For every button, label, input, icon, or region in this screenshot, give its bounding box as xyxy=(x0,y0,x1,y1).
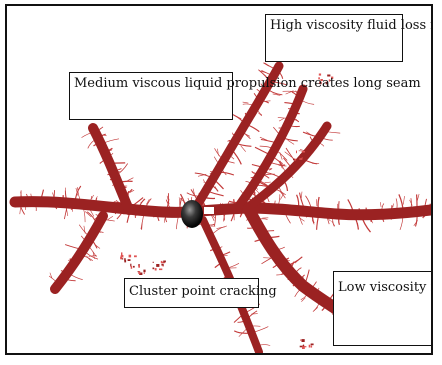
fluid-speck xyxy=(133,266,135,268)
fluid-speck xyxy=(296,151,297,154)
fluid-speck xyxy=(131,266,133,269)
fluid-speck xyxy=(309,345,311,348)
branchlet-twig xyxy=(92,195,94,199)
fluid-speck xyxy=(163,261,166,263)
branchlet-twig xyxy=(87,256,91,261)
branchlet-twig xyxy=(332,221,335,226)
branchlet-twig xyxy=(279,118,284,121)
branchlet-twig xyxy=(265,182,271,183)
fluid-speck xyxy=(156,264,159,267)
fluid-speck xyxy=(143,270,145,273)
fluid-speck xyxy=(155,268,157,270)
fluid-speck xyxy=(121,252,122,255)
branchlet-twig xyxy=(280,152,282,159)
perforation-gap xyxy=(204,207,214,214)
fluid-speck xyxy=(161,261,163,263)
branchlet-twig xyxy=(235,116,241,119)
branchlet-twig xyxy=(393,204,394,208)
branchlet-twig xyxy=(241,146,246,152)
fluid-speck xyxy=(299,157,302,159)
fracture-left-lower xyxy=(55,216,103,289)
branchlet-twig xyxy=(108,216,113,219)
fluid-speck xyxy=(311,346,313,348)
branchlet-twig xyxy=(417,194,419,201)
fluid-speck xyxy=(153,262,154,263)
label-cluster-point: Cluster point cracking xyxy=(124,278,259,308)
fluid-speck xyxy=(122,258,123,259)
branchlet-twig xyxy=(232,133,233,135)
diagram-frame: High viscosity fluid loss reduction Medi… xyxy=(5,4,433,355)
fluid-speck xyxy=(300,346,303,348)
fluid-speck xyxy=(302,151,305,152)
fluid-speck xyxy=(124,258,126,261)
fluid-speck xyxy=(302,346,305,349)
fluid-speck xyxy=(311,344,314,346)
fracture-upper-right-3 xyxy=(247,126,327,208)
branchlet-twig xyxy=(299,218,304,222)
fluid-speck xyxy=(306,154,308,155)
fluid-speck xyxy=(144,273,145,274)
branchlet-twig xyxy=(313,307,318,311)
fluid-speck xyxy=(300,340,301,341)
fluid-speck xyxy=(159,269,162,271)
fluid-speck xyxy=(134,255,137,257)
label-low-viscosity: Low viscosity fluid expands secondary fr… xyxy=(333,271,433,346)
branchlet-twig xyxy=(203,179,204,182)
branchlet-twig xyxy=(100,127,103,130)
main-fracture-horizontal xyxy=(15,202,431,215)
fluid-speck xyxy=(138,271,140,274)
branchlet-twig xyxy=(263,63,269,66)
fluid-speck xyxy=(129,255,132,258)
fluid-speck xyxy=(153,268,155,270)
branchlet-twig xyxy=(218,149,219,156)
branchlet-twig xyxy=(84,226,85,234)
fluid-speck xyxy=(128,259,131,261)
branchlet-twig xyxy=(403,196,404,204)
branchlet-twig xyxy=(20,208,21,214)
branchlet-twig xyxy=(380,202,381,207)
branchlet-twig xyxy=(300,149,304,150)
fluid-speck xyxy=(161,264,163,266)
fluid-speck xyxy=(138,265,140,268)
branchlet xyxy=(431,210,433,226)
branchlet-twig xyxy=(295,257,302,263)
branchlet-twig xyxy=(243,102,249,103)
label-high-viscosity: High viscosity fluid loss reduction xyxy=(265,14,403,62)
label-medium-viscosity: Medium viscous liquid propulsion creates… xyxy=(69,72,233,120)
fluid-speck xyxy=(300,154,301,157)
branchlet-twig xyxy=(67,209,68,216)
fluid-speck xyxy=(302,339,305,342)
fluid-speck xyxy=(293,159,295,161)
branchlet-twig xyxy=(128,178,134,181)
fluid-speck xyxy=(121,255,124,258)
perforation-cluster-point xyxy=(181,200,203,228)
